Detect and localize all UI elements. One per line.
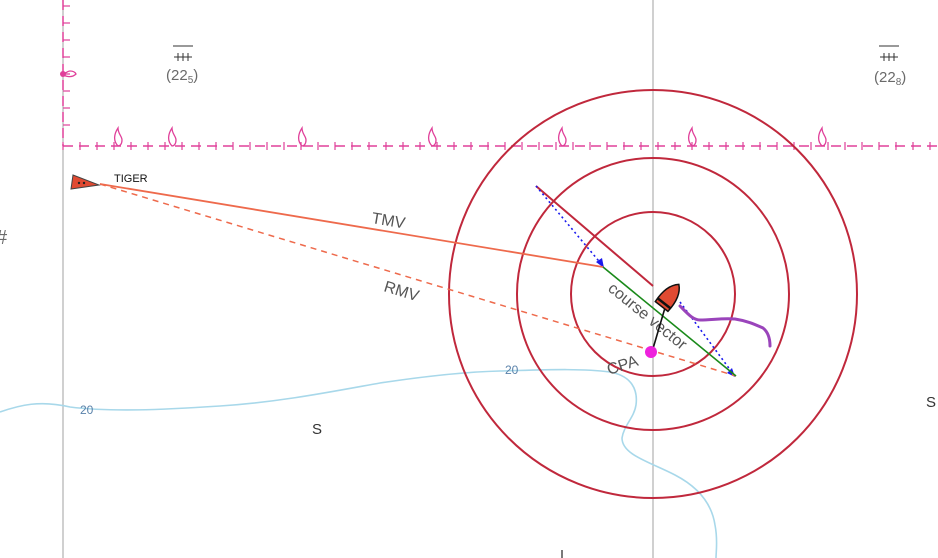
wreck-symbol-icon (879, 45, 899, 61)
depth-contour-line (0, 368, 718, 558)
relative-motion-arrow-upper (535, 185, 604, 267)
cable-flame-icon (557, 125, 567, 147)
cable-flame-icon (167, 125, 177, 147)
range-ring-inner[interactable] (570, 211, 736, 377)
vessel-track (678, 304, 772, 348)
depth-contour-label-right: 20 (505, 363, 519, 377)
vessel-icon[interactable] (654, 279, 685, 313)
sounding-right: (228) (874, 69, 906, 88)
cpa-point[interactable] (645, 346, 657, 358)
cable-flame-icon (113, 125, 827, 147)
sounding-left: (225) (166, 67, 198, 86)
cable-flame-icon (817, 125, 827, 147)
wreck-symbol-icon (173, 45, 193, 61)
heading-line (535, 185, 654, 287)
range-ring-middle[interactable] (516, 157, 790, 431)
seabed-label-left: S (312, 421, 322, 438)
target-vessel-label: TIGER (114, 173, 148, 185)
target-vessel-icon[interactable] (70, 174, 101, 190)
anchor-symbol-icon: # (0, 227, 8, 249)
course-vector-line[interactable] (602, 266, 737, 377)
range-ring-outer[interactable] (448, 89, 858, 499)
cable-flame-icon (60, 70, 77, 78)
tmv-label: TMV (370, 210, 406, 232)
cable-flame-icon (687, 125, 697, 147)
rmv-line[interactable] (99, 183, 737, 377)
cable-flame-icon (297, 125, 307, 147)
tmv-line[interactable] (99, 183, 604, 268)
seabed-label-right: S (926, 394, 936, 411)
cable-flame-icon (427, 125, 437, 147)
cable-junction-icon (60, 71, 66, 77)
depth-contour-label-left: 20 (80, 403, 94, 417)
rmv-label: RMV (382, 279, 421, 306)
arrowhead-icon (596, 258, 604, 268)
submarine-cable (62, 0, 938, 150)
cable-flame-icon (113, 125, 123, 147)
